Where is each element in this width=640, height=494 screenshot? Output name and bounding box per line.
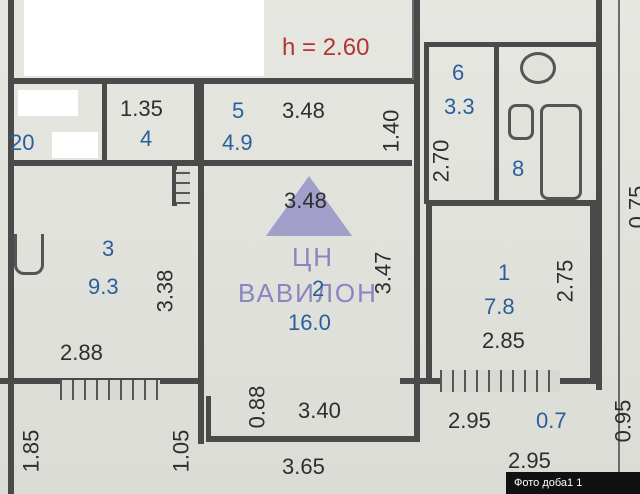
dim-3-47: 3.47 [370, 251, 396, 295]
room-2-number: 2 [312, 276, 325, 301]
dim-3-48-top: 3.48 [282, 98, 325, 123]
room-3-area: 9.3 [88, 274, 119, 299]
dim-2-85: 2.85 [482, 328, 525, 353]
wall-right-bath [596, 0, 602, 210]
wall-wc-divider [494, 42, 499, 202]
wall-left [8, 0, 14, 494]
wall-hall-bottom [12, 160, 412, 166]
window-room3 [60, 380, 160, 400]
room-4-number: 4 [140, 126, 153, 151]
dim-1-40: 1.40 [378, 109, 404, 153]
wall-room2-left [198, 84, 204, 444]
dim-0-75: 0.75 [624, 185, 640, 229]
ceiling-height-label: h = 2.60 [282, 34, 370, 61]
redaction-block-left-2 [52, 132, 98, 158]
watermark-line2: ВАВИЛОН [238, 278, 378, 308]
toilet-icon [520, 52, 556, 84]
redaction-block-top [24, 0, 264, 76]
wall-bath-top [424, 42, 600, 47]
dim-2-95-bottom: 2.95 [508, 448, 551, 473]
watermark-logo [266, 176, 352, 236]
room-5-number: 5 [232, 98, 245, 123]
wall-room3-right-stub [172, 166, 177, 206]
dim-2-95: 2.95 [448, 408, 491, 433]
dim-2-70: 2.70 [428, 139, 454, 183]
room-3-number: 3 [102, 236, 115, 261]
dim-0-7: 0.7 [536, 408, 567, 433]
dim-0-95: 0.95 [610, 399, 636, 443]
room-20-number: 20 [10, 130, 35, 155]
wall-bath-left [424, 44, 429, 204]
room-1-number: 1 [498, 260, 511, 285]
dim-3-38: 3.38 [152, 269, 178, 313]
thin-right-grid [618, 0, 620, 494]
room-2-area: 16.0 [288, 310, 331, 335]
dim-2-75: 2.75 [552, 259, 578, 303]
room-5-area: 4.9 [222, 130, 253, 155]
window-room1 [440, 370, 560, 392]
wall-balcony-bottom [206, 436, 420, 442]
room-6-area: 3.3 [444, 94, 475, 119]
wall-room4-left [102, 84, 107, 164]
wall-room2-right [414, 0, 420, 440]
sink-icon [508, 104, 534, 140]
wall-balcony-left [206, 396, 211, 440]
watermark-line1: ЦН [292, 242, 335, 272]
wall-tall-right [596, 210, 602, 390]
photo-badge[interactable]: Фото доба1 1 [506, 472, 640, 494]
room-6-number: 6 [452, 60, 465, 85]
radiator-icon [14, 234, 44, 275]
window-room3-side [176, 170, 190, 204]
dim-0-88: 0.88 [244, 385, 270, 429]
wall-top-hall [12, 78, 416, 84]
wall-right-lower [590, 200, 596, 380]
wall-room1-left [426, 200, 432, 380]
dim-1-85: 1.85 [18, 429, 44, 473]
dim-3-48-mid: 3.48 [284, 188, 327, 213]
dim-1-35: 1.35 [120, 96, 163, 121]
dim-3-65: 3.65 [282, 454, 325, 479]
redaction-block-left [18, 90, 78, 116]
bathtub-icon [540, 104, 582, 200]
thin-top-vertical [412, 0, 414, 80]
wall-room4-right [194, 84, 199, 164]
room-8-number: 8 [512, 156, 525, 181]
dim-2-88: 2.88 [60, 340, 103, 365]
dim-3-40: 3.40 [298, 398, 341, 423]
wall-room1-top [426, 200, 596, 206]
room-1-area: 7.8 [484, 294, 515, 319]
dim-1-05: 1.05 [168, 429, 194, 473]
